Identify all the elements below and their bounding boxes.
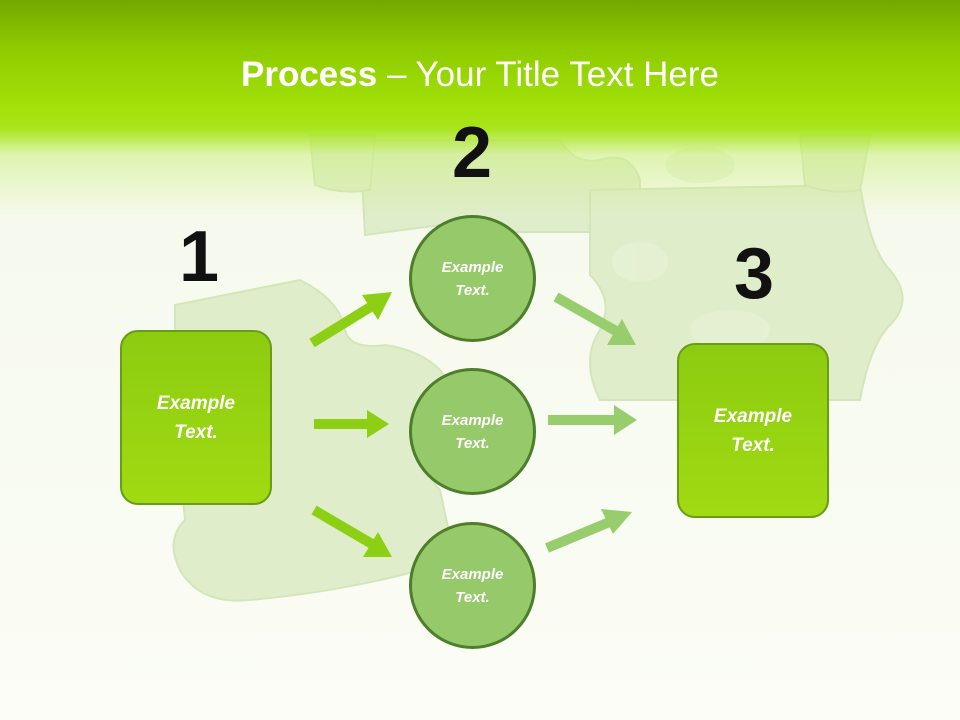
header-band: [0, 0, 960, 215]
step-box-1-line1: Example: [156, 392, 236, 414]
step-box-1-line2: Text.: [174, 421, 218, 443]
step-circle-bottom-line1: Example: [441, 565, 504, 583]
slide-title: Process – Your Title Text Here: [0, 52, 960, 98]
step-circle-bottom-line2: Text.: [455, 588, 490, 606]
step-number-2: 2: [451, 113, 493, 193]
step-box-1: Example Text.: [120, 330, 272, 505]
step-number-1: 1: [178, 217, 220, 297]
step-circle-bottom-text: Example Text.: [442, 563, 504, 609]
step-box-1-text: Example Text.: [157, 389, 235, 447]
arrow-right-middle: [548, 405, 637, 435]
step-circle-middle-line2: Text.: [455, 434, 490, 452]
arrow-left-middle: [314, 410, 389, 438]
step-box-3-line1: Example: [713, 405, 793, 427]
step-circle-middle: Example Text.: [409, 368, 536, 495]
step-box-3-text: Example Text.: [714, 402, 792, 460]
step-number-3: 3: [733, 234, 775, 314]
step-circle-middle-line1: Example: [441, 411, 504, 429]
title-bold: Process: [241, 55, 378, 94]
title-rest: – Your Title Text Here: [377, 55, 719, 94]
step-box-3-line2: Text.: [731, 434, 775, 456]
arrow-right-down: [553, 292, 636, 345]
arrow-left-down: [311, 505, 392, 557]
arrow-right-up: [545, 509, 632, 553]
step-circle-middle-text: Example Text.: [442, 409, 504, 455]
step-box-3: Example Text.: [677, 343, 829, 518]
step-circle-top-line2: Text.: [455, 281, 490, 299]
arrow-left-up: [309, 292, 392, 348]
step-circle-top-line1: Example: [441, 258, 504, 276]
step-circle-top-text: Example Text.: [442, 256, 504, 302]
step-circle-top: Example Text.: [409, 215, 536, 342]
step-circle-bottom: Example Text.: [409, 522, 536, 649]
